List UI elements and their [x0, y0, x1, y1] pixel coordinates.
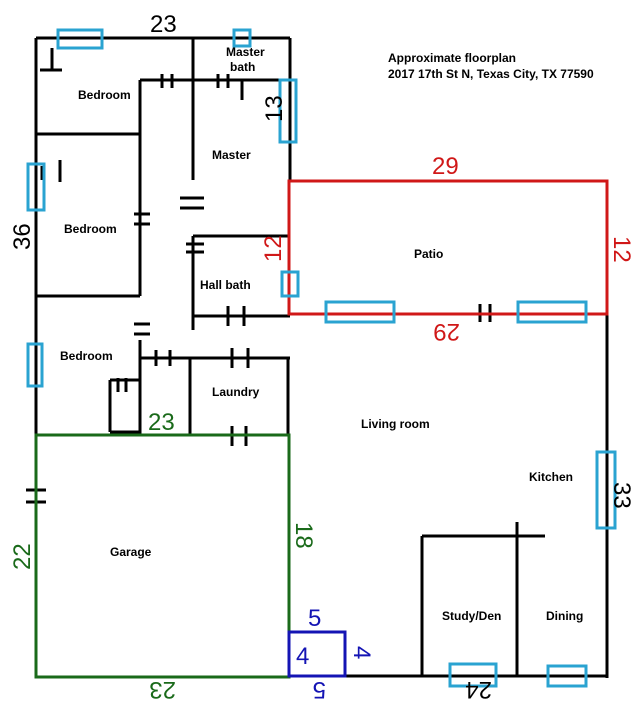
room-master-bath-2: bath — [230, 60, 255, 74]
room-garage: Garage — [110, 545, 152, 559]
window-living-right — [516, 300, 588, 324]
windows — [26, 28, 617, 688]
dim-patio-left: 12 — [260, 235, 287, 262]
window-kitchen — [595, 450, 617, 530]
window-bedroom-mid — [26, 162, 46, 212]
room-kitchen: Kitchen — [529, 470, 573, 484]
dim-right-wall: 33 — [608, 482, 633, 509]
room-bedroom-low: Bedroom — [60, 349, 113, 363]
dim-garage-right: 18 — [290, 522, 317, 549]
window-top-left — [56, 28, 104, 50]
room-master-bath-1: Master — [226, 45, 265, 59]
dim-nook-left: 4 — [296, 643, 309, 670]
room-study: Study/Den — [442, 609, 501, 623]
window-master — [278, 78, 298, 144]
window-bedroom-low — [26, 342, 44, 388]
dim-garage-bottom: 23 — [149, 676, 176, 703]
dim-patio-bottom: 29 — [433, 318, 460, 345]
window-master-bath — [232, 28, 252, 48]
garage-outline — [34, 433, 291, 679]
patio-outline — [287, 179, 609, 316]
room-bedroom-mid: Bedroom — [64, 222, 117, 236]
dim-patio-right: 12 — [608, 236, 633, 263]
dim-bottom-wall: 24 — [465, 676, 492, 703]
dim-patio-top: 29 — [432, 153, 459, 180]
dim-house-top: 23 — [150, 11, 177, 38]
dim-garage-left: 22 — [9, 543, 36, 570]
dim-garage-top: 23 — [148, 409, 175, 436]
window-study — [448, 662, 498, 688]
nook-outline — [287, 630, 347, 678]
title-line-1: Approximate floorplan — [388, 51, 516, 65]
window-living-left — [324, 300, 396, 324]
walls — [26, 36, 609, 678]
room-bedroom-top: Bedroom — [78, 88, 131, 102]
title-line-2: 2017 17th St N, Texas City, TX 77590 — [388, 67, 594, 81]
dim-house-left: 36 — [9, 223, 36, 250]
room-hall-bath: Hall bath — [200, 278, 251, 292]
room-dining: Dining — [546, 609, 583, 623]
room-laundry: Laundry — [212, 385, 260, 399]
dim-nook-top: 5 — [308, 605, 321, 632]
room-master: Master — [212, 148, 251, 162]
room-living: Living room — [361, 417, 430, 431]
room-patio: Patio — [414, 247, 443, 261]
window-dining — [546, 664, 588, 688]
dim-nook-right: 4 — [348, 646, 375, 659]
window-hall-bath — [280, 270, 300, 298]
dim-master-bath-side: 13 — [261, 95, 288, 122]
dim-nook-bottom: 5 — [313, 676, 326, 703]
